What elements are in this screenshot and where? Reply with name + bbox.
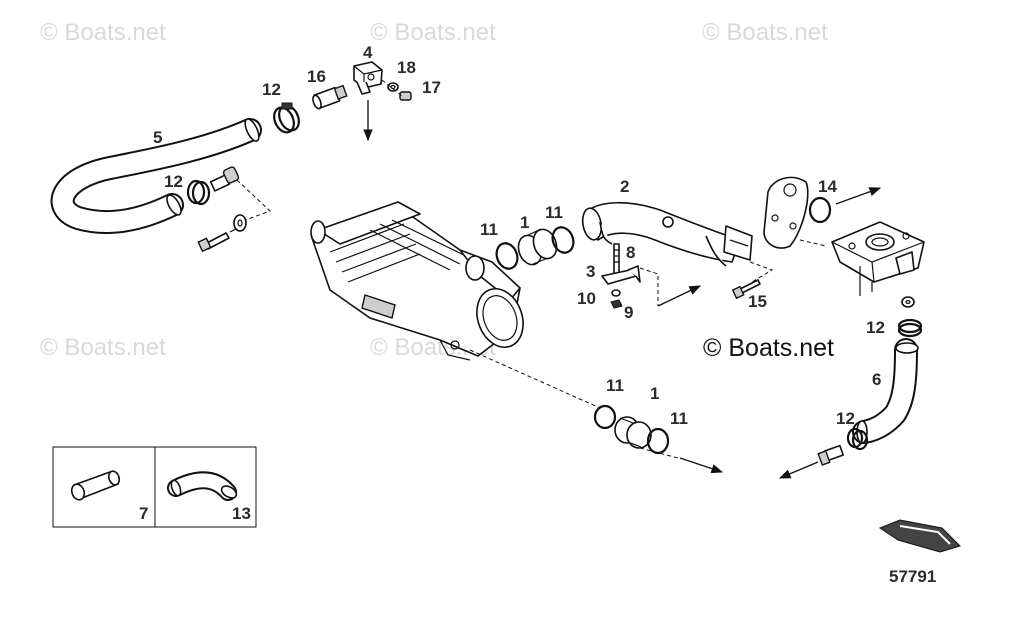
sensor-block-4[interactable] xyxy=(353,61,383,95)
heat-exchanger[interactable] xyxy=(310,201,531,361)
flow-arrow xyxy=(778,461,819,479)
callout-3: 3 xyxy=(586,262,595,281)
flow-arrow xyxy=(657,285,702,307)
callout-12: 12 xyxy=(836,409,855,428)
boat-icon xyxy=(878,519,961,553)
callout-16: 16 xyxy=(307,67,326,86)
bracket-3[interactable] xyxy=(601,265,641,285)
callout-12: 12 xyxy=(164,172,183,191)
hose-5[interactable] xyxy=(50,117,262,235)
callout-5: 5 xyxy=(153,128,162,147)
washer-10[interactable] xyxy=(611,289,621,297)
fitting[interactable] xyxy=(817,444,845,466)
o-ring-11-lower-left[interactable] xyxy=(593,404,617,430)
sleeve-1-upper[interactable] xyxy=(515,226,561,268)
callout-4: 4 xyxy=(363,43,373,62)
hose-6[interactable] xyxy=(852,338,919,444)
washer[interactable] xyxy=(233,214,247,232)
callout-17: 17 xyxy=(422,78,441,97)
callout-11: 11 xyxy=(545,203,563,222)
callout-2: 2 xyxy=(620,177,629,196)
plug-17[interactable] xyxy=(399,91,412,101)
callout-12: 12 xyxy=(866,318,885,337)
callout-11: 11 xyxy=(480,220,498,239)
callout-12: 12 xyxy=(262,80,281,99)
callout-18: 18 xyxy=(397,58,416,77)
watermark: © Boats.net xyxy=(702,19,828,46)
bolt-upper[interactable] xyxy=(209,166,240,192)
callout-14: 14 xyxy=(818,177,837,196)
callout-7: 7 xyxy=(139,504,148,523)
callout-6: 6 xyxy=(872,370,881,389)
watermark: © Boats.net xyxy=(40,19,166,46)
o-ring-11-lower-right[interactable] xyxy=(646,427,670,455)
callout-9: 9 xyxy=(624,303,633,322)
callout-13: 13 xyxy=(232,504,251,523)
o-ring-11-upper-right[interactable] xyxy=(549,224,577,255)
diagram-number: 57791 xyxy=(889,567,936,586)
thermostat-housing[interactable] xyxy=(831,221,925,296)
hose-clamp-12-right-bottom[interactable] xyxy=(846,427,869,451)
stud-8[interactable] xyxy=(613,243,620,275)
copyright-label: © Boats.net xyxy=(703,334,834,362)
sleeve-1-lower[interactable] xyxy=(614,416,652,449)
bolt-15[interactable] xyxy=(731,279,761,300)
hose-clamp-12-top[interactable] xyxy=(270,102,302,135)
callout-1: 1 xyxy=(650,384,659,403)
callout-11: 11 xyxy=(606,376,624,395)
callout-10: 10 xyxy=(577,289,596,308)
hose-13[interactable] xyxy=(167,471,239,501)
hose-clamp-12-right-top[interactable] xyxy=(897,318,923,338)
hose-clamp-12-left[interactable] xyxy=(186,179,211,206)
flow-arrow xyxy=(835,187,882,205)
washer[interactable] xyxy=(901,296,915,308)
fitting-16[interactable] xyxy=(311,84,348,110)
callout-11: 11 xyxy=(670,409,688,428)
callout-15: 15 xyxy=(748,292,767,311)
elbow-pipe-2[interactable] xyxy=(580,201,753,267)
gasket-plate[interactable] xyxy=(763,176,809,249)
hose-7[interactable] xyxy=(70,470,121,502)
watermark: © Boats.net xyxy=(40,334,166,361)
washer-18[interactable] xyxy=(387,82,399,92)
nut-9[interactable] xyxy=(610,299,623,309)
flow-arrow xyxy=(679,457,724,474)
o-ring-11-upper-left[interactable] xyxy=(493,240,521,271)
bolt-lower[interactable] xyxy=(197,228,237,253)
callout-1: 1 xyxy=(520,213,529,232)
watermark: © Boats.net xyxy=(370,19,496,46)
callout-8: 8 xyxy=(626,243,635,262)
o-ring-14[interactable] xyxy=(808,196,832,224)
